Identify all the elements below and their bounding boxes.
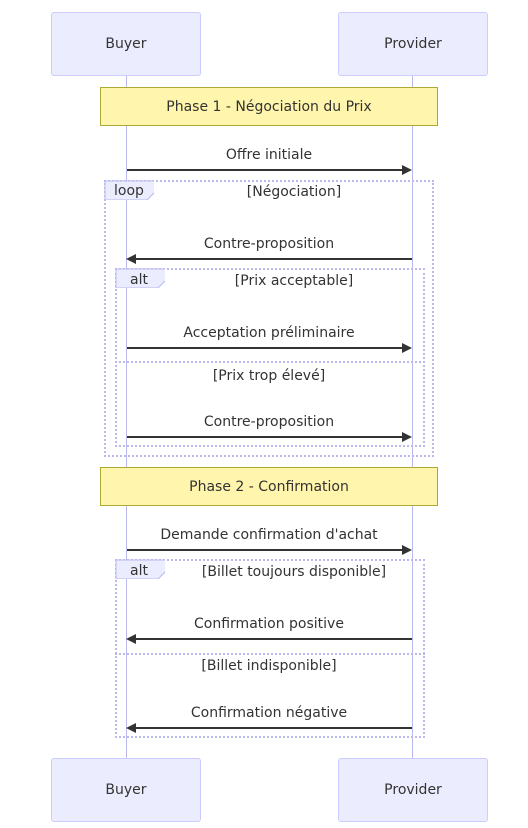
alt-frame-billet <box>115 559 425 738</box>
message-label-contre-proposition-1: Contre-proposition <box>203 236 335 252</box>
arrowhead-right <box>402 343 412 353</box>
message-arrow-acceptation-preliminaire <box>127 347 403 349</box>
alt-frame-prix <box>115 268 425 447</box>
message-arrow-confirmation-negative <box>136 727 412 729</box>
actor-provider-bottom: Provider <box>338 758 488 822</box>
note-phase-2: Phase 2 - Confirmation <box>100 467 438 506</box>
arrowhead-right <box>402 432 412 442</box>
message-arrow-offre-initiale <box>127 169 403 171</box>
actor-buyer-bottom: Buyer <box>51 758 201 822</box>
alt-frame-billet-divider <box>115 653 425 655</box>
message-label-confirmation-positive: Confirmation positive <box>194 616 344 632</box>
alt-frame-billet-condition: [Billet toujours disponible] <box>201 564 387 580</box>
alt-frame-billet-else-condition: [Billet indisponible] <box>201 658 337 674</box>
message-arrow-contre-proposition-1 <box>136 258 412 260</box>
actor-buyer-top: Buyer <box>51 12 201 76</box>
provider-lifeline <box>412 76 413 758</box>
alt-frame-prix-else-condition: [Prix trop élevé] <box>212 368 326 384</box>
note-phase-1: Phase 1 - Négociation du Prix <box>100 87 438 126</box>
alt-frame-billet-tab <box>115 559 165 579</box>
message-arrow-contre-proposition-2 <box>127 436 403 438</box>
alt-frame-prix-keyword: alt <box>130 272 148 288</box>
alt-frame-prix-tab <box>115 268 165 288</box>
message-arrow-demande-confirmation <box>127 549 403 551</box>
alt-frame-billet-keyword: alt <box>130 563 148 579</box>
arrowhead-right <box>402 545 412 555</box>
actor-buyer-bottom-label: Buyer <box>105 782 147 798</box>
loop-frame-condition: [Négociation] <box>246 184 342 200</box>
alt-frame-prix-divider <box>115 361 425 363</box>
message-label-demande-confirmation: Demande confirmation d'achat <box>160 527 378 543</box>
actor-provider-bottom-label: Provider <box>384 782 442 798</box>
actor-provider-top-label: Provider <box>384 36 442 52</box>
actor-provider-top: Provider <box>338 12 488 76</box>
message-label-offre-initiale: Offre initiale <box>225 147 313 163</box>
note-phase-2-label: Phase 2 - Confirmation <box>189 478 349 495</box>
note-phase-1-label: Phase 1 - Négociation du Prix <box>166 98 372 115</box>
arrowhead-left <box>126 723 136 733</box>
arrowhead-left <box>126 254 136 264</box>
message-label-confirmation-negative: Confirmation négative <box>190 705 348 721</box>
alt-frame-prix-condition: [Prix acceptable] <box>234 273 354 289</box>
message-label-contre-proposition-2: Contre-proposition <box>203 414 335 430</box>
loop-frame-keyword: loop <box>114 183 144 199</box>
arrowhead-left <box>126 634 136 644</box>
buyer-lifeline <box>126 76 127 758</box>
loop-frame-tab <box>104 180 154 200</box>
actor-buyer-top-label: Buyer <box>105 36 147 52</box>
arrowhead-right <box>402 165 412 175</box>
message-label-acceptation-preliminaire: Acceptation préliminaire <box>183 325 355 341</box>
loop-frame <box>104 180 434 457</box>
message-arrow-confirmation-positive <box>136 638 412 640</box>
